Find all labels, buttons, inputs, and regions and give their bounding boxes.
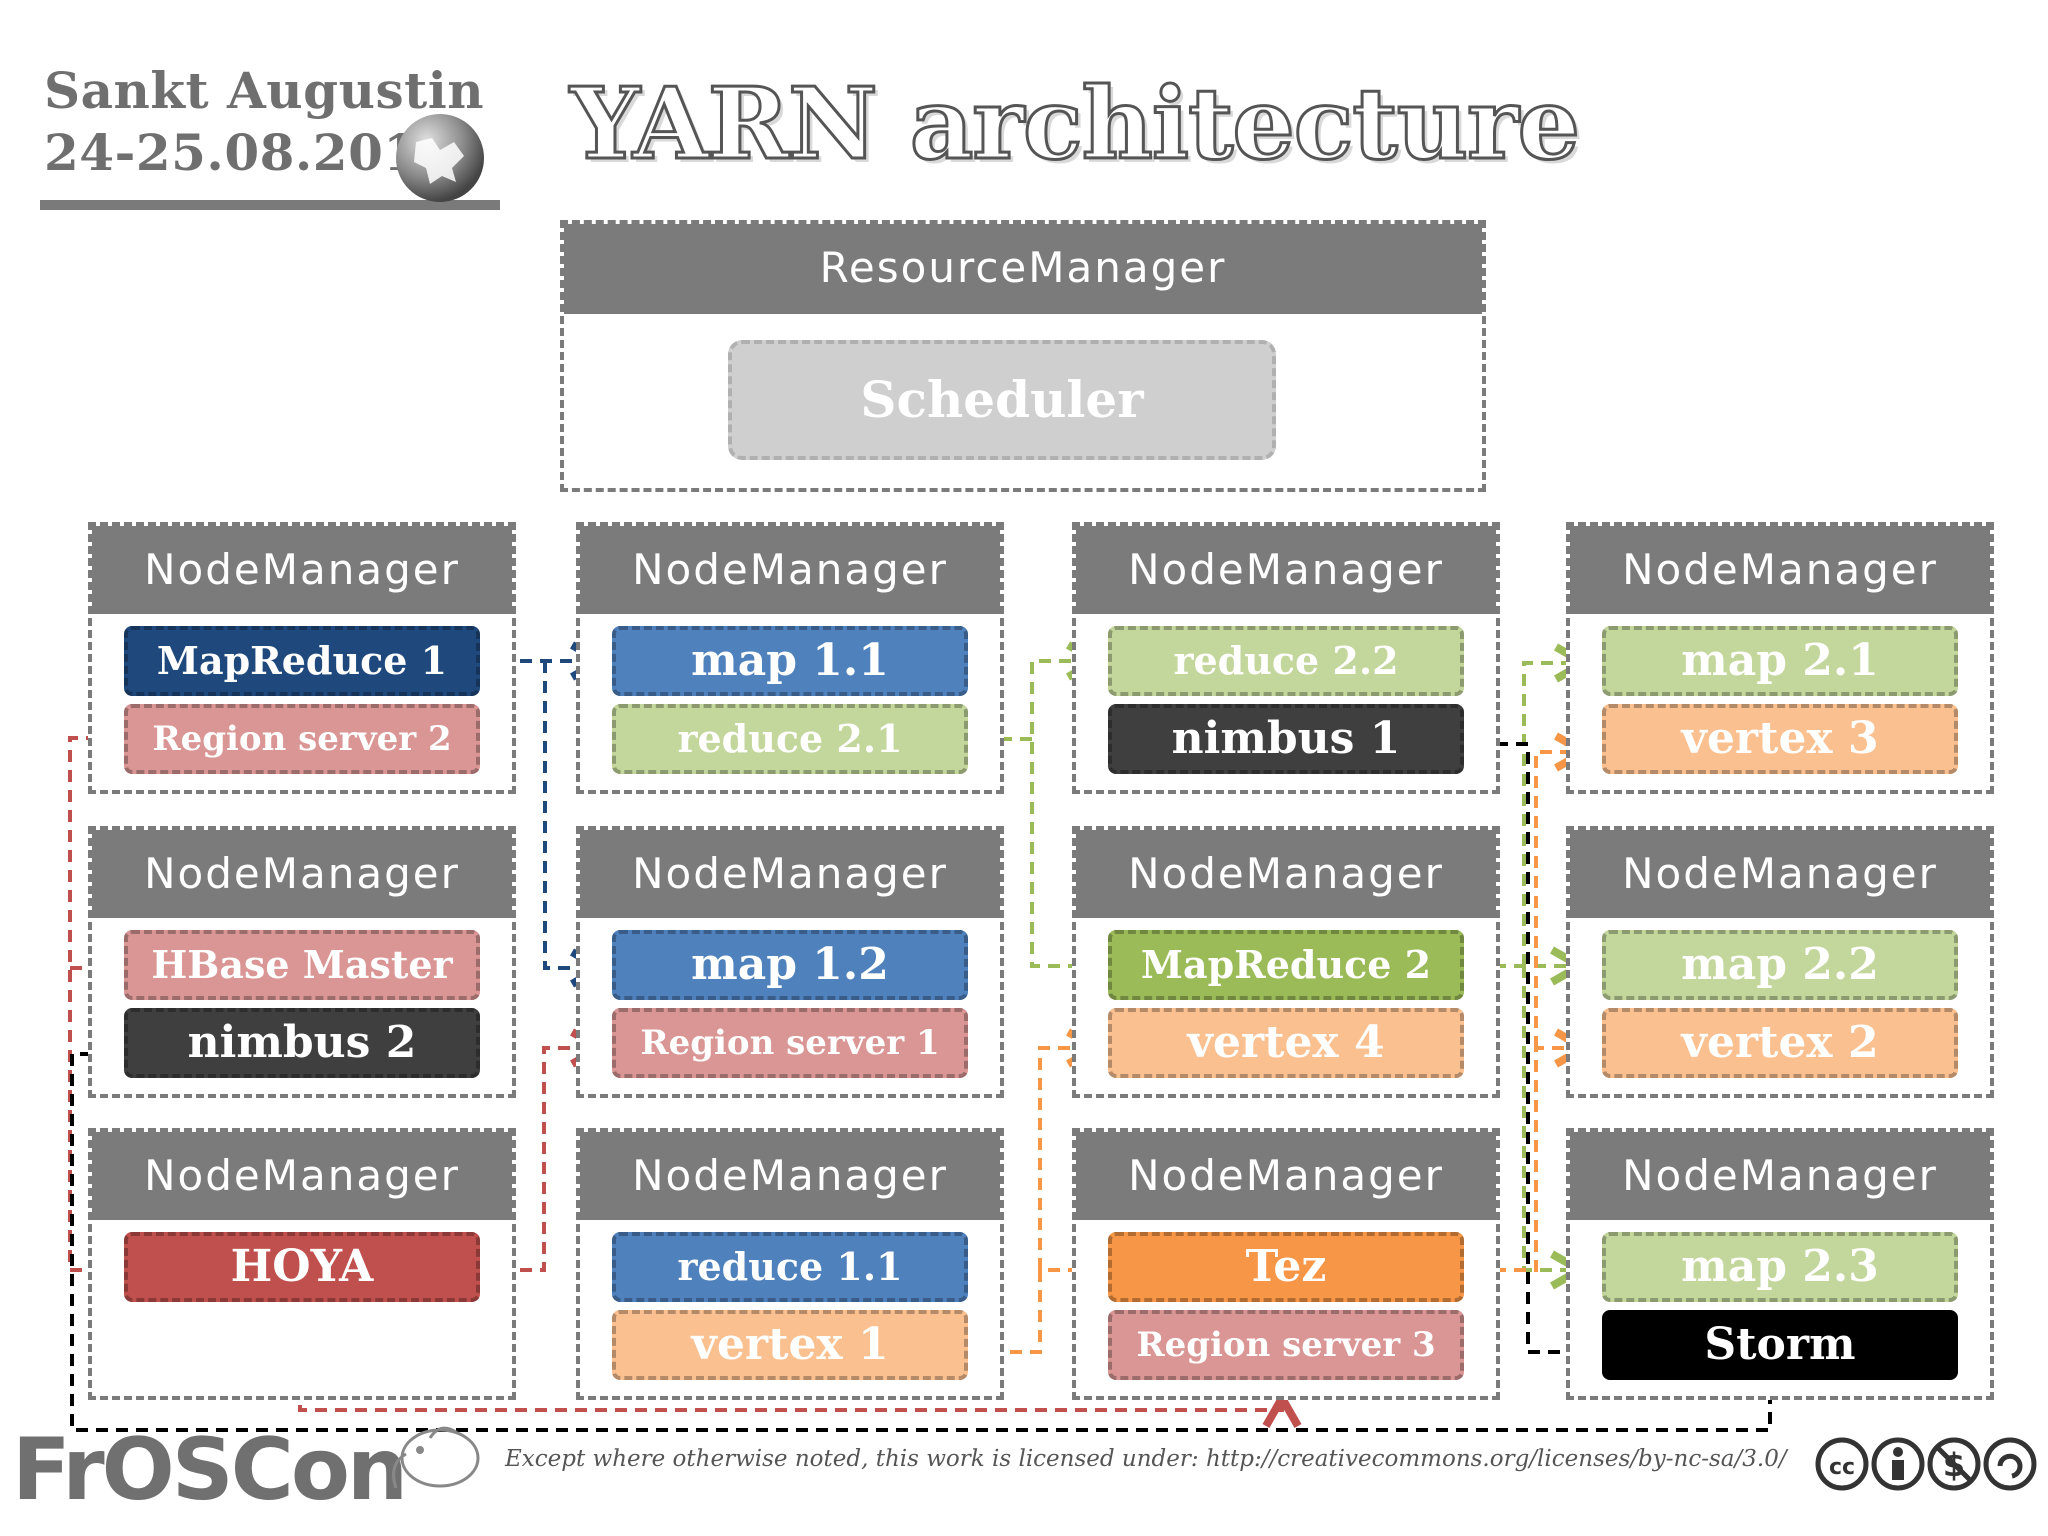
container-map-2-2: map 2.2 xyxy=(1602,930,1958,1000)
container-vertex-4: vertex 4 xyxy=(1108,1008,1464,1078)
froscon-logo: FrOSCon xyxy=(12,1420,408,1520)
container-region-server-3: Region server 3 xyxy=(1108,1310,1464,1380)
node-manager-label: NodeManager xyxy=(580,830,1000,918)
resource-manager-label: ResourceManager xyxy=(564,224,1482,314)
node-manager-label: NodeManager xyxy=(1076,1132,1496,1220)
node-manager: NodeManager map 2.1 vertex 3 xyxy=(1566,522,1994,794)
container-region-server-1: Region server 1 xyxy=(612,1008,968,1078)
license-text: Except where otherwise noted, this work … xyxy=(505,1446,1787,1472)
container-nimbus-1: nimbus 1 xyxy=(1108,704,1464,774)
container-map-1-2: map 1.2 xyxy=(612,930,968,1000)
container-vertex-3: vertex 3 xyxy=(1602,704,1958,774)
node-manager-label: NodeManager xyxy=(1570,1132,1990,1220)
event-date: 24-25.08.2013 xyxy=(44,123,454,182)
node-manager-label: NodeManager xyxy=(1570,830,1990,918)
svg-text:cc: cc xyxy=(1829,1455,1855,1480)
scheduler: Scheduler xyxy=(728,340,1276,460)
creative-commons-icons: cc $ xyxy=(1815,1437,2037,1491)
node-manager-label: NodeManager xyxy=(580,526,1000,614)
container-mapreduce-2: MapReduce 2 xyxy=(1108,930,1464,1000)
event-block: Sankt Augustin 24-25.08.2013 xyxy=(40,60,504,210)
node-manager: NodeManager map 1.1 reduce 2.1 xyxy=(576,522,1004,794)
container-tez: Tez xyxy=(1108,1232,1464,1302)
container-map-2-1: map 2.1 xyxy=(1602,626,1958,696)
container-hbase-master: HBase Master xyxy=(124,930,480,1000)
container-region-server-2: Region server 2 xyxy=(124,704,480,774)
container-mapreduce-1: MapReduce 1 xyxy=(124,626,480,696)
container-hoya: HOYA xyxy=(124,1232,480,1302)
node-manager-label: NodeManager xyxy=(92,526,512,614)
page-title: YARN architecture xyxy=(569,67,1582,182)
container-vertex-1: vertex 1 xyxy=(612,1310,968,1380)
node-manager-label: NodeManager xyxy=(1570,526,1990,614)
container-nimbus-2: nimbus 2 xyxy=(124,1008,480,1078)
resource-manager: ResourceManager xyxy=(560,220,1486,492)
node-manager: NodeManager reduce 1.1 vertex 1 xyxy=(576,1128,1004,1400)
elephant-icon xyxy=(392,1426,480,1489)
page-title-shadow: YARN architecture xyxy=(574,71,1584,186)
node-manager: NodeManager reduce 2.2 nimbus 1 xyxy=(1072,522,1500,794)
arrow-tez-to-vertex-4 xyxy=(1038,1048,1100,1272)
node-manager-label: NodeManager xyxy=(580,1132,1000,1220)
container-map-1-1: map 1.1 xyxy=(612,626,968,696)
node-manager-label: NodeManager xyxy=(92,830,512,918)
header-rule xyxy=(40,200,500,210)
container-reduce-1-1: reduce 1.1 xyxy=(612,1232,968,1302)
event-city: Sankt Augustin xyxy=(44,61,485,120)
container-map-2-3: map 2.3 xyxy=(1602,1232,1958,1302)
node-manager: NodeManager map 2.2 vertex 2 xyxy=(1566,826,1994,1098)
arrow-mapreduce2-to-reduce-2-2 xyxy=(1030,661,1100,968)
container-vertex-2: vertex 2 xyxy=(1602,1008,1958,1078)
node-manager-label: NodeManager xyxy=(92,1132,512,1220)
container-storm: Storm xyxy=(1602,1310,1958,1380)
container-reduce-2-1: reduce 2.1 xyxy=(612,704,968,774)
container-reduce-2-2: reduce 2.2 xyxy=(1108,626,1464,696)
node-manager-label: NodeManager xyxy=(1076,526,1496,614)
arrow-storm-to-nimbus-2 xyxy=(70,1054,1772,1432)
node-manager-label: NodeManager xyxy=(1076,830,1496,918)
arrow-mapreduce2-to-map-2-1 xyxy=(1522,663,1584,966)
globe-icon xyxy=(396,114,484,202)
